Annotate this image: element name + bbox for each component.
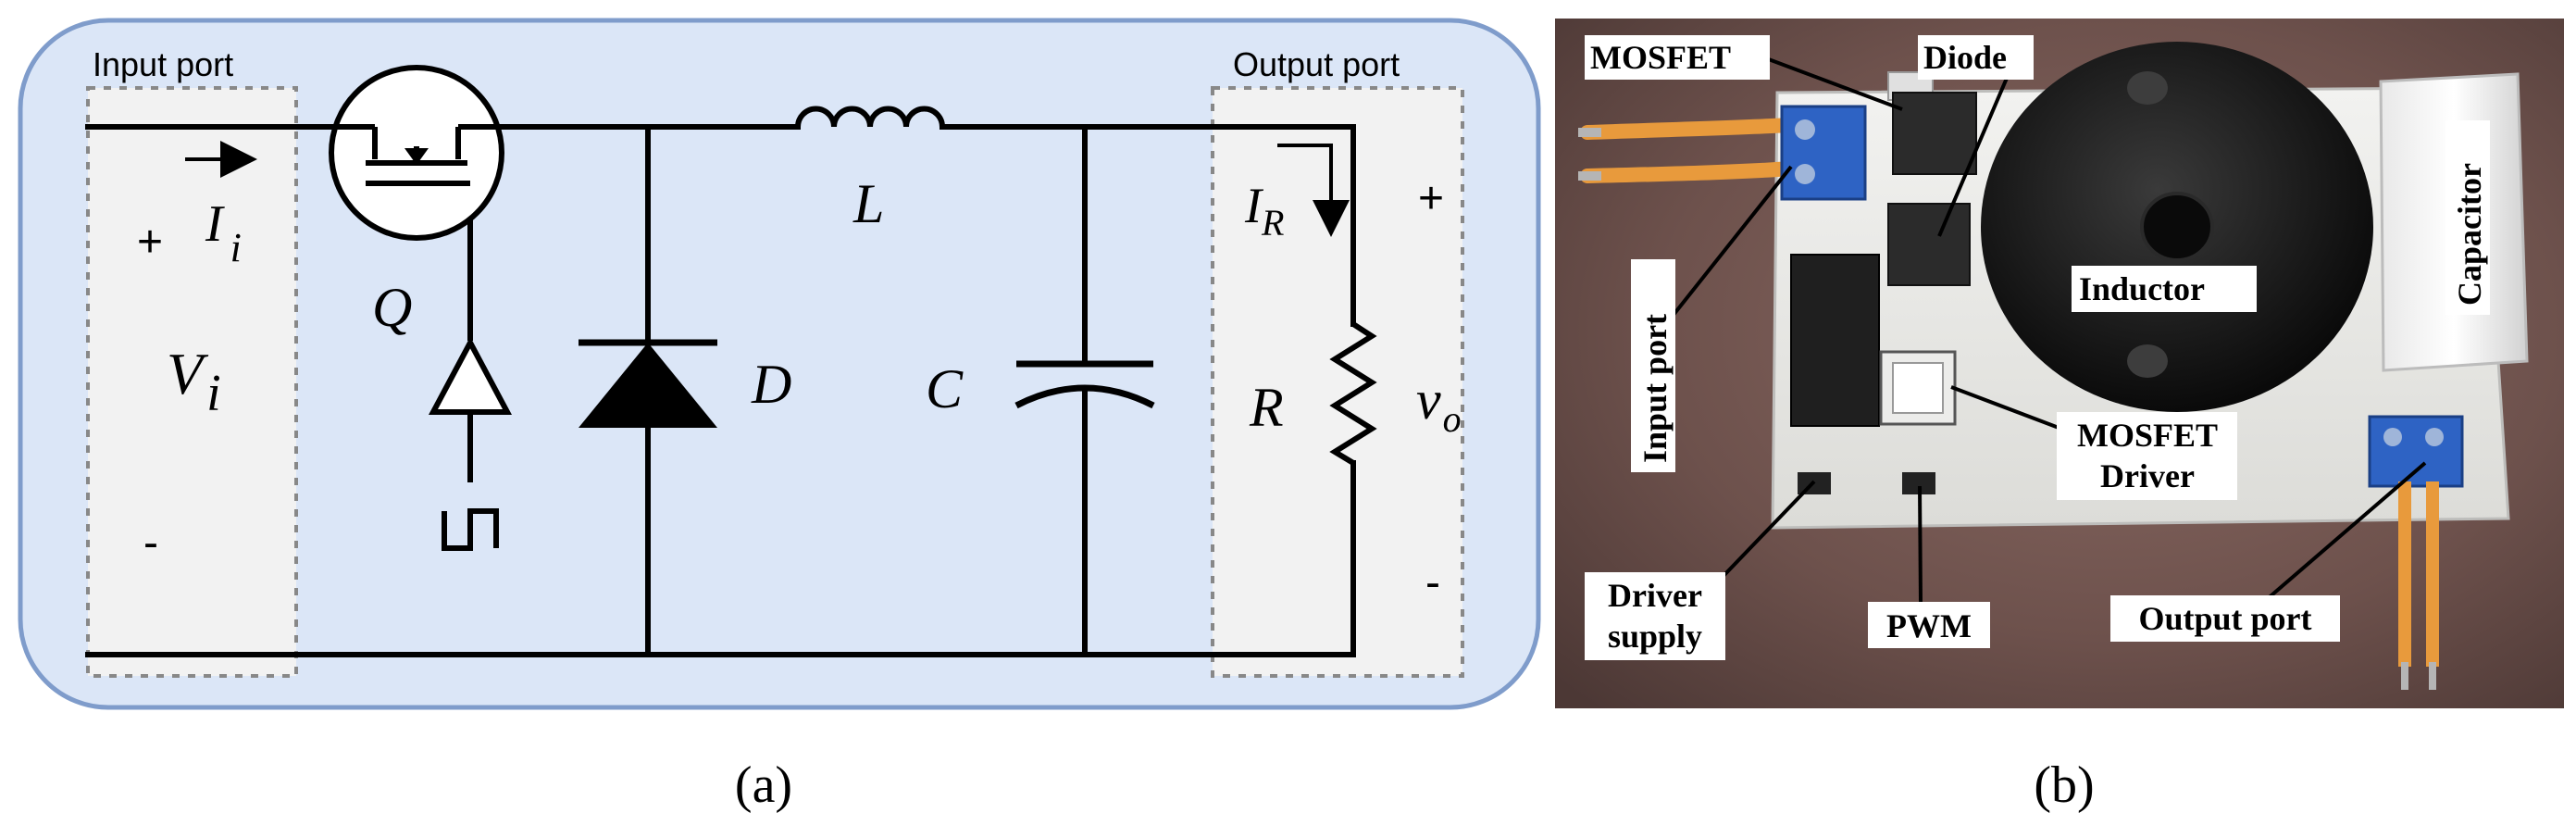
output-port-label: Output port xyxy=(1233,45,1400,83)
circuit-wires xyxy=(85,124,1356,657)
black-module xyxy=(1790,254,1880,427)
input-terminal-block xyxy=(1780,105,1867,201)
label-pwm: PWM xyxy=(1886,607,1972,644)
label-capacitor: Capacitor xyxy=(2451,163,2488,306)
diode-label-d: D xyxy=(751,354,791,415)
label-inductor: Inductor xyxy=(2079,270,2205,307)
panel-b-caption: (b) xyxy=(2034,756,2094,814)
output-terminal-block xyxy=(2368,415,2464,690)
panel-a-caption: (a) xyxy=(735,756,792,814)
input-port-label: Input port xyxy=(93,45,233,83)
resistor-symbol xyxy=(1329,321,1377,466)
input-plus-sign: + xyxy=(137,218,163,267)
panel-a-schematic: Input port Output port xyxy=(18,18,1541,814)
switch-label-q: Q xyxy=(372,277,412,338)
label-diode: Diode xyxy=(1923,39,2007,76)
capacitor-symbol xyxy=(1014,360,1155,409)
pwm-pulse-icon xyxy=(442,508,499,551)
panel-b-photo: MOSFET Diode Inductor Capacitor Input po… xyxy=(1555,19,2564,814)
output-current-arrow xyxy=(1277,144,1350,237)
inductor-component xyxy=(1981,42,2373,412)
mosfet-switch-symbol xyxy=(329,65,504,241)
diode-component xyxy=(1887,203,1971,286)
mosfet-component xyxy=(1887,71,1977,175)
resistor-label-r: R xyxy=(1249,377,1284,438)
input-leads xyxy=(1578,118,1798,183)
inductor-symbol xyxy=(795,106,945,128)
mosfet-driver-chip xyxy=(1879,350,1957,426)
diode-symbol xyxy=(579,339,717,428)
output-port-box xyxy=(1211,86,1464,678)
label-mosfet: MOSFET xyxy=(1590,39,1731,76)
input-voltage-label: Vi xyxy=(167,341,221,422)
output-minus-sign: - xyxy=(1425,558,1440,607)
label-output-port: Output port xyxy=(2138,600,2311,637)
photo-labels: MOSFET Diode Inductor Capacitor Input po… xyxy=(1585,35,2490,660)
output-voltage-label: vo xyxy=(1416,369,1462,440)
input-port-box xyxy=(86,86,298,678)
output-current-label: IR xyxy=(1244,178,1284,244)
label-input-port: Input port xyxy=(1636,314,1674,463)
gate-driver-buffer xyxy=(429,336,512,415)
output-plus-sign: + xyxy=(1418,174,1444,223)
inductor-label-l: L xyxy=(852,173,884,234)
capacitor-label-c: C xyxy=(926,358,964,419)
input-minus-sign: - xyxy=(143,519,158,568)
